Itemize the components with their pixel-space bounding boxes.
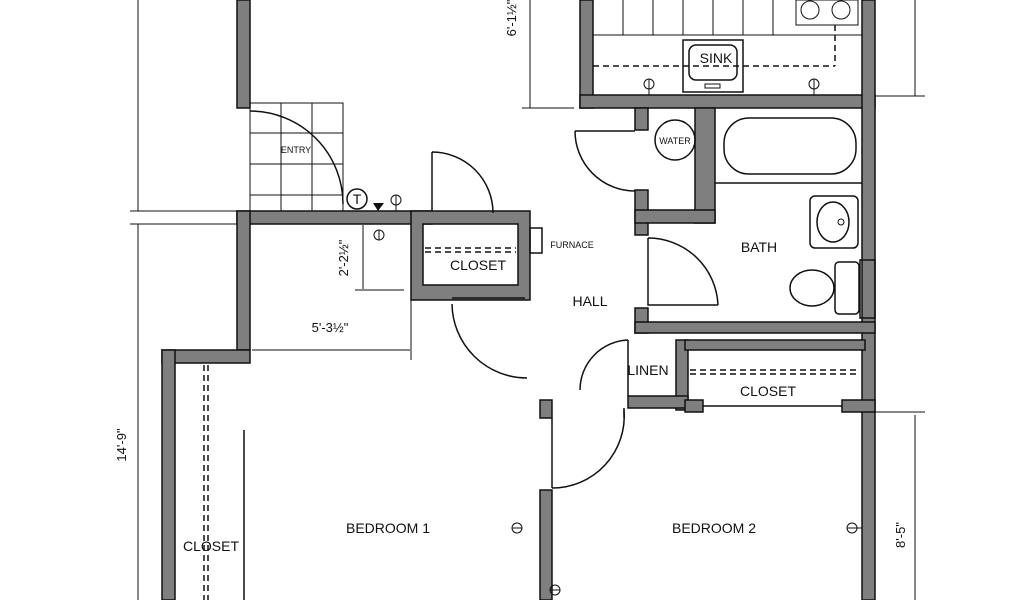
walls	[161, 0, 876, 600]
linen-door-swing[interactable]	[579, 339, 629, 396]
entry-door-swing	[249, 110, 344, 205]
closet-door-swing[interactable]	[431, 151, 494, 214]
outlet-icon	[643, 78, 655, 95]
svg-text:SINK: SINK	[700, 50, 733, 66]
utility-door-swing[interactable]	[574, 130, 636, 192]
outlet-marker-icon	[373, 203, 384, 211]
sink: SINK	[682, 39, 744, 93]
room-label-hall: HALL	[572, 293, 607, 309]
thermostat: T	[346, 188, 368, 210]
toilet-tank	[834, 261, 860, 315]
outlet-icon	[390, 194, 402, 211]
dimension-closet-offset: 2'-2½"	[336, 239, 351, 276]
entry-area	[249, 102, 344, 212]
dimension-bedroom-1-depth: 14'-9"	[114, 428, 129, 462]
outlet-icon	[511, 522, 523, 534]
outlet-icon	[549, 584, 561, 596]
outlet-icon	[373, 229, 385, 241]
room-label-closet-1: CLOSET	[183, 538, 239, 554]
outlet-icon	[846, 522, 862, 534]
water-heater-label: WATER	[659, 136, 691, 146]
kitchen-counter	[593, 0, 862, 67]
outlet-icon	[808, 78, 820, 95]
bath-door-swing[interactable]	[647, 237, 719, 306]
room-label-closet: CLOSET	[450, 257, 506, 273]
dimension-bedroom-2-depth: 8'-5"	[893, 522, 908, 548]
room-label-entry: ENTRY	[281, 145, 311, 155]
room-label-closet-2: CLOSET	[740, 383, 796, 399]
dimension-kitchen-depth: 6'-1½"	[504, 0, 519, 36]
dimension-lines	[130, 0, 925, 600]
room-label-furnace: FURNACE	[550, 240, 594, 250]
room-label-bedroom-2: BEDROOM 2	[672, 520, 756, 536]
dimension-hall-width: 5'-3½"	[312, 320, 349, 335]
toilet-bowl	[789, 269, 835, 307]
furnace-vent	[529, 227, 543, 254]
room-label-bedroom-1: BEDROOM 1	[346, 520, 430, 536]
room-label-bath: BATH	[741, 239, 777, 255]
bathtub	[723, 117, 857, 175]
bedroom-2-door-swing[interactable]	[551, 409, 625, 489]
hall-door-swing[interactable]	[451, 297, 528, 379]
room-label-linen: LINEN	[627, 362, 668, 378]
svg-text:T: T	[353, 191, 362, 207]
bath-window	[859, 259, 876, 319]
bath-sink	[809, 195, 859, 249]
water-heater	[654, 119, 696, 161]
